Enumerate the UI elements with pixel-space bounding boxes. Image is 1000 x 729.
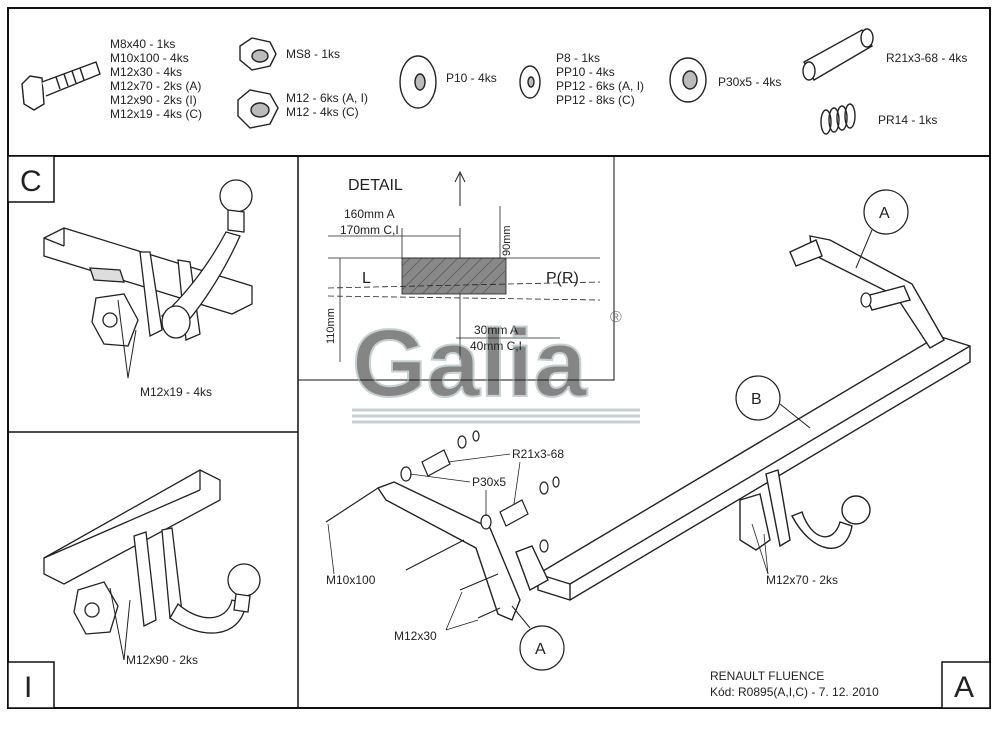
main-p30-label: P30x5: [472, 475, 506, 489]
panel-a-letter: A: [954, 671, 974, 704]
callout-a-top: [863, 189, 909, 235]
m12x30-leader-1: [445, 591, 463, 631]
detail-dim-40: 40mm C,I: [470, 339, 522, 353]
p30-label: P30x5 - 4ks: [718, 75, 781, 89]
bolt-list-6: M12x19 - 4ks (C): [110, 107, 202, 121]
panel-i-bolt-label: M12x90 - 2ks: [126, 653, 198, 667]
detail-frame: [297, 155, 615, 381]
washer-small-icon: [519, 65, 541, 99]
bolt-list-4: M12x70 - 2ks (A): [110, 79, 201, 93]
main-r21-label: R21x3-68: [512, 447, 564, 461]
spring-icon: [820, 103, 856, 135]
m12x70-leader-2: [763, 533, 769, 575]
outer-frame: [7, 7, 991, 709]
bolt-list-2: M10x100 - 4ks: [110, 51, 189, 65]
galia-logo: Galia ®: [351, 309, 640, 424]
callout-a-bottom: [519, 625, 565, 671]
detail-pr: P(R): [546, 270, 579, 287]
detail-dim-30: 30mm A: [474, 323, 518, 337]
bolt-list-3: M12x30 - 4ks: [110, 65, 182, 79]
callout-a-top-letter: A: [879, 205, 890, 222]
r21-label: R21x3-68 - 4ks: [886, 51, 967, 65]
thick-washer-icon: [669, 57, 707, 103]
pp-label-2: PP10 - 4ks: [556, 65, 615, 79]
panel-i-letter: I: [24, 671, 32, 704]
m12x70-leader-1: [751, 523, 769, 575]
main-m12x30-label: M12x30: [394, 629, 437, 643]
detail-l: L: [362, 270, 371, 287]
main-m10-label: M10x100: [326, 573, 376, 587]
loose-hardware: [325, 292, 872, 619]
washer-large-icon: [399, 55, 437, 109]
svg-text:®: ®: [610, 309, 622, 326]
callout-b: [735, 375, 781, 421]
ms8-label: MS8 - 1ks: [286, 47, 340, 61]
i-leader-1: [109, 587, 125, 661]
main-m12x70-label: M12x70 - 2ks: [766, 573, 838, 587]
i-leader-2: [123, 599, 131, 661]
main-beam: [537, 335, 971, 601]
pp-label-3: PP12 - 6ks (A, I): [556, 79, 644, 93]
pr14-label: PR14 - 1ks: [878, 113, 937, 127]
tow-bar-c-drawing: [43, 179, 253, 347]
spacer-tube-icon: [802, 28, 874, 81]
m12-nut-label-1: M12 - 6ks (A, I): [286, 91, 368, 105]
up-arrow: [454, 170, 466, 206]
detail-dim-a: 160mm A: [344, 207, 395, 221]
panel-i-box: [7, 661, 55, 709]
tow-bar-i-drawing: [43, 469, 261, 635]
left-bracket: [376, 481, 549, 621]
m10-leader: [327, 523, 335, 575]
ref-line-dash-1: [327, 281, 601, 289]
hatched-beam-section: [401, 257, 507, 295]
model-title: RENAULT FLUENCE: [710, 669, 824, 683]
detail-dim-ci: 170mm C,I: [340, 223, 399, 237]
r21-leader-2: [513, 461, 521, 505]
p30-leader-1: [409, 473, 471, 483]
panel-c-bolt-label: M12x19 - 4ks: [140, 385, 212, 399]
detail-dim-90: 90mm: [501, 225, 513, 256]
callout-b-leader: [779, 403, 811, 429]
detail-dim-110: 110mm: [325, 308, 337, 344]
hatch-lines: [401, 257, 507, 295]
c-leader-2: [127, 329, 137, 379]
callout-a-top-leader: [855, 229, 873, 269]
panel-c-box: [7, 155, 55, 203]
svg-text:Galia: Galia: [352, 310, 587, 417]
pp-label-4: PP12 - 8ks (C): [556, 93, 635, 107]
callout-a-bottom-leader: [511, 605, 531, 629]
m12-nut-label-2: M12 - 4ks (C): [286, 105, 359, 119]
ref-line-dash-2: [327, 295, 601, 301]
callout-b-letter: B: [751, 391, 762, 408]
panel-a-box: [941, 661, 991, 709]
c-leader-1: [117, 299, 129, 379]
detail-title: DETAIL: [348, 177, 403, 194]
code-title: Kód: R0895(A,I,C) - 7. 12. 2010: [710, 685, 879, 699]
bolt-icon: [21, 61, 101, 111]
callout-a-bottom-letter: A: [535, 641, 546, 658]
hex-nut-icon: [237, 89, 279, 129]
p10-label: P10 - 4ks: [446, 71, 497, 85]
pp-label-1: P8 - 1ks: [556, 51, 600, 65]
m12x30-leader-2: [445, 619, 479, 631]
r21-leader-1: [447, 453, 511, 463]
bolt-list-1: M8x40 - 1ks: [110, 37, 175, 51]
main-towball: [739, 469, 871, 551]
hex-nut-small-icon: [239, 37, 277, 71]
right-bracket: [789, 235, 945, 349]
panel-c-letter: C: [20, 165, 42, 198]
bolt-list-5: M12x90 - 2ks (I): [110, 93, 197, 107]
